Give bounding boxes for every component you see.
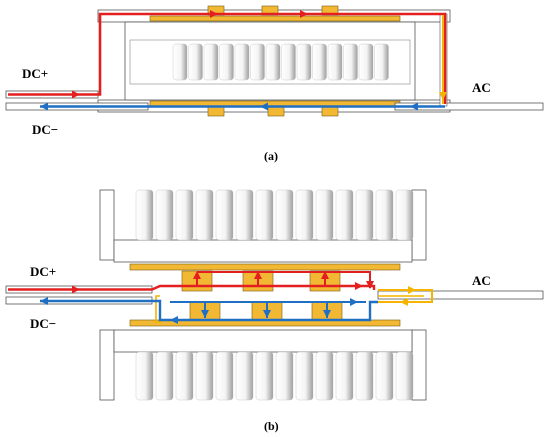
dc-plus-label: DC+ <box>30 264 56 279</box>
caption-a: (a) <box>264 149 278 163</box>
chip <box>321 106 339 117</box>
heat-sink-fin <box>235 351 254 401</box>
heat-sink-fin <box>135 189 154 241</box>
heat-sink-bottom-base <box>113 329 413 353</box>
heat-sink-fin <box>312 43 327 81</box>
dc-plus-label: DC+ <box>22 66 48 81</box>
heat-sink-bottom-frame-right <box>411 329 427 401</box>
heat-sink-fin <box>295 351 314 401</box>
substrate-top <box>149 15 401 22</box>
heat-sink-fin <box>255 351 274 401</box>
heat-sink-fin <box>175 189 194 241</box>
heat-sink-fin <box>215 351 234 401</box>
heat-sink-fin <box>281 43 296 81</box>
dc-minus-label: DC− <box>30 316 56 331</box>
arrow-right <box>355 282 363 290</box>
heat-sink-fin <box>155 189 174 241</box>
figure-b: DC+ DC− AC (b) <box>5 189 544 433</box>
arrow-down <box>201 310 209 318</box>
current-path-positive <box>8 12 447 104</box>
heat-sink-fin <box>172 43 188 81</box>
heat-sink-fin <box>195 189 214 241</box>
heat-sink-bottom-fins <box>135 351 414 401</box>
arrow-down <box>366 281 374 289</box>
caption-b: (b) <box>264 419 279 433</box>
heat-sink-fin <box>265 43 281 81</box>
arrow-up <box>254 271 262 279</box>
arrow-left <box>410 102 418 111</box>
arrow-left <box>170 316 178 324</box>
arrow-up <box>193 271 201 279</box>
heat-sink-fin <box>296 43 312 81</box>
heat-sink-fin <box>175 351 194 401</box>
ac-terminal <box>377 290 544 300</box>
arrow-right <box>350 298 358 306</box>
ac-label: AC <box>472 273 491 288</box>
heat-sink-fin <box>315 351 334 401</box>
heat-sink-top-fins <box>135 189 414 241</box>
chip <box>207 106 225 117</box>
heat-sink-fin <box>219 43 234 81</box>
arrow-down <box>323 310 331 318</box>
heat-sink-fin <box>135 351 154 401</box>
arrow-right <box>210 10 218 18</box>
chip <box>267 106 285 117</box>
heat-sink-top-frame-left <box>99 189 115 261</box>
arrow-down <box>439 92 447 100</box>
arrow-right <box>72 285 80 294</box>
arrow-right <box>300 10 308 18</box>
heat-sink-fin <box>343 43 358 81</box>
arrow-left <box>260 102 268 111</box>
ac-label: AC <box>472 80 491 95</box>
arrow-left <box>40 297 48 305</box>
arrow-up <box>321 271 329 279</box>
current-path-negative <box>40 299 378 322</box>
arrow-down <box>263 310 271 318</box>
heat-sink-fin <box>395 351 414 401</box>
heat-sink-fin <box>203 43 219 81</box>
heat-sink-fin <box>335 351 354 401</box>
current-path-ac <box>155 295 162 323</box>
arrow-left <box>400 298 408 306</box>
heat-sink-fin <box>275 189 294 241</box>
dc-minus-label: DC− <box>32 122 58 137</box>
heat-sink-fin <box>275 351 294 401</box>
heat-sink-fin <box>255 189 274 241</box>
heat-sink-fin <box>374 43 389 81</box>
heat-sink-fin <box>355 351 374 401</box>
heat-sink-fin <box>355 189 374 241</box>
heat-sink-fin <box>375 351 394 401</box>
heat-sink-fin <box>395 189 414 241</box>
heat-sink-fin <box>215 189 234 241</box>
heat-sink-fin <box>188 43 203 81</box>
heat-sink-fin <box>234 43 250 81</box>
heat-sink-top-frame-right <box>411 189 427 261</box>
arrow-right <box>408 286 416 294</box>
heat-sink-fin <box>250 43 265 81</box>
substrate-top <box>129 263 401 271</box>
heat-sink-fin <box>375 189 394 241</box>
current-path-positive <box>8 284 376 291</box>
heat-sink-fin <box>315 189 334 241</box>
heat-sink-fin <box>295 189 314 241</box>
arrow-right <box>72 90 80 99</box>
heat-sink-fin <box>327 43 343 81</box>
figure-a: DC+ DC− AC (a) <box>5 5 544 163</box>
heat-sink-bottom-frame-left <box>99 329 115 401</box>
heat-sink-top-base <box>113 239 413 263</box>
heat-sink-fin <box>195 351 214 401</box>
heat-sink-fin <box>155 351 174 401</box>
heat-sink-fin <box>335 189 354 241</box>
heat-sink-fin <box>235 189 254 241</box>
arrow-left <box>40 102 48 111</box>
heat-sink-fin <box>358 43 374 81</box>
heat-sink-a <box>172 43 389 81</box>
